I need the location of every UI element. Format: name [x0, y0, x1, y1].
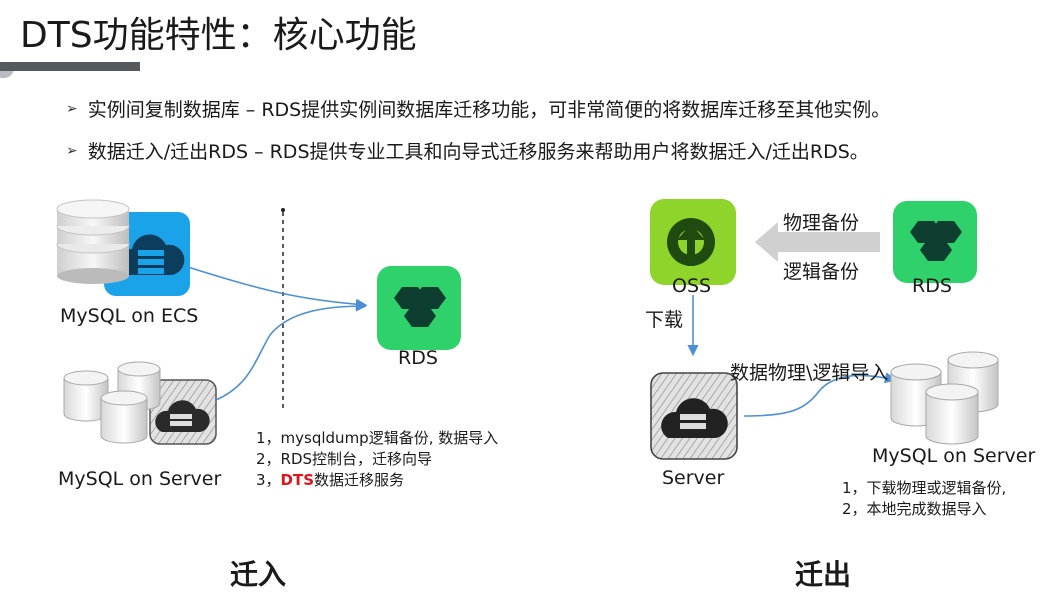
- step-number: 3，: [256, 471, 281, 489]
- import-label: 数据物理\逻辑导入: [730, 362, 889, 384]
- bullet-item: ➢ 实例间复制数据库 – RDS提供实例间数据库迁移功能，可非常简便的将数据库迁…: [66, 95, 890, 122]
- step-item: 1，下载物理或逻辑备份,: [842, 479, 1007, 497]
- migrate-out-caption: 迁出: [795, 558, 852, 591]
- server-icon: [650, 372, 738, 460]
- server-to-rds-connector: [215, 300, 368, 401]
- arrow-bullet-icon: ➢: [66, 142, 78, 159]
- rds-icon: [377, 266, 461, 350]
- ecs-label: MySQL on ECS: [60, 305, 199, 327]
- oss-icon: [650, 199, 736, 285]
- import-connector: [743, 372, 897, 417]
- bullet-text: 数据迁入/迁出RDS – RDS提供专业工具和向导式迁移服务来帮助用户将数据迁入…: [87, 141, 869, 163]
- server-label: MySQL on Server: [58, 468, 222, 490]
- migrate-in-caption: 迁入: [230, 558, 287, 591]
- server-label: Server: [662, 467, 725, 489]
- step-text: 数据迁移服务: [314, 471, 405, 489]
- physical-backup-label: 物理备份: [783, 212, 860, 234]
- backup-arrow: [755, 222, 880, 262]
- rds-icon: [893, 201, 977, 283]
- rds-label: RDS: [912, 275, 952, 297]
- step-item: 2，本地完成数据导入: [842, 500, 987, 518]
- bullet-item: ➢ 数据迁入/迁出RDS – RDS提供专业工具和向导式迁移服务来帮助用户将数据…: [66, 137, 869, 164]
- oss-label: OSS: [672, 275, 712, 297]
- arrow-bullet-icon: ➢: [66, 100, 78, 117]
- bullet-text: 实例间复制数据库 – RDS提供实例间数据库迁移功能，可非常简便的将数据库迁移至…: [87, 99, 891, 121]
- rds-label: RDS: [398, 347, 438, 369]
- step-item: 2，RDS控制台，迁移向导: [256, 450, 433, 468]
- ecs-to-rds-connector: [187, 266, 368, 310]
- dts-highlight: DTS: [280, 471, 315, 489]
- title-underline-bar: [0, 62, 140, 71]
- step-item: 1，mysqldump逻辑备份, 数据导入: [256, 429, 499, 447]
- mysql-server-database-icon: [890, 351, 999, 445]
- ecs-server-icon: [56, 199, 190, 296]
- page-title: DTS功能特性：核心功能: [20, 15, 417, 56]
- download-label: 下载: [645, 309, 684, 331]
- step-item: 3，DTS数据迁移服务: [256, 470, 404, 490]
- mysql-server-label: MySQL on Server: [872, 445, 1036, 467]
- logical-backup-label: 逻辑备份: [783, 261, 860, 283]
- server-database-icon: [63, 361, 217, 445]
